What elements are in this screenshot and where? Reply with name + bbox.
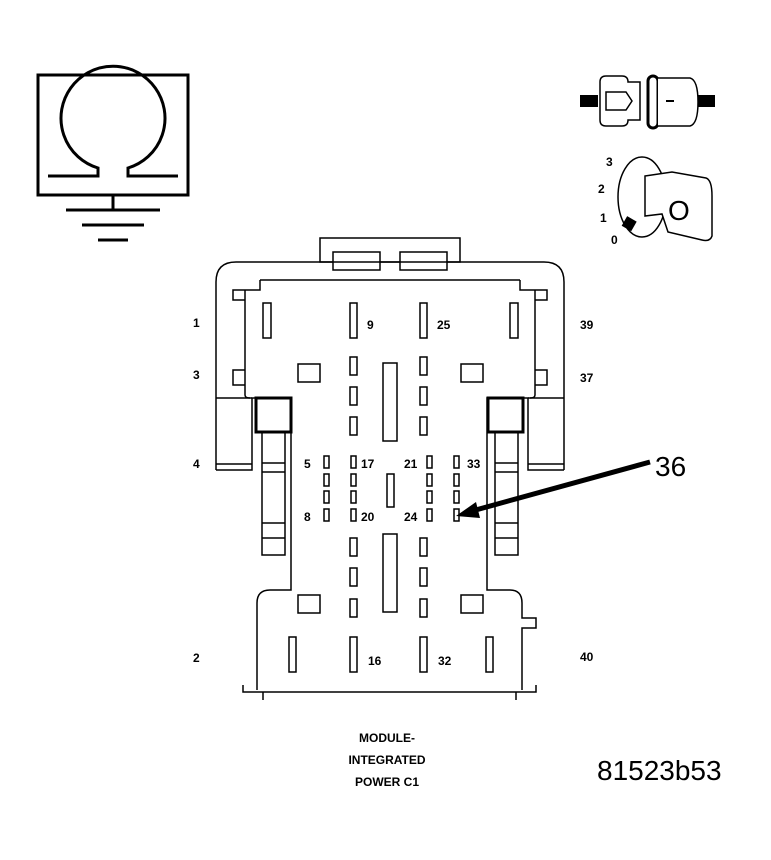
key-position-3: 3 [606, 155, 613, 169]
caption-line-1: MODULE- [359, 731, 415, 745]
pin-label-16: 16 [368, 654, 382, 668]
key-letter: O [668, 195, 690, 226]
side-label-40: 40 [580, 650, 594, 664]
pin-label-9: 9 [367, 318, 374, 332]
pin-1 [262, 302, 272, 339]
ignition-key-icon: 3 2 1 0 O [598, 155, 713, 247]
key-position-0: 0 [611, 233, 618, 247]
arrow-head-icon [456, 502, 480, 518]
connector-housing [215, 237, 565, 700]
key-position-2: 2 [598, 182, 605, 196]
pin-39 [509, 302, 519, 339]
pin-cavities [262, 302, 519, 673]
pin-label-25: 25 [437, 318, 451, 332]
side-label-2: 2 [193, 651, 200, 665]
figure-id: 81523b53 [597, 755, 722, 786]
side-label-37: 37 [580, 371, 594, 385]
pin-labels: 1 3 4 2 39 37 40 9 25 5 17 21 33 8 20 24… [193, 316, 594, 668]
pin-label-33: 33 [467, 457, 481, 471]
pin-label-5: 5 [304, 457, 311, 471]
pin-label-24: 24 [404, 510, 418, 524]
pin-36-callout: 36 [456, 451, 686, 518]
caption-line-3: POWER C1 [355, 775, 419, 789]
caption-line-2: INTEGRATED [348, 753, 425, 767]
pin-label-20: 20 [361, 510, 375, 524]
connector-icon [580, 74, 715, 130]
side-label-39: 39 [580, 318, 594, 332]
side-label-4: 4 [193, 457, 200, 471]
pin-25 [419, 302, 428, 339]
side-label-3: 3 [193, 368, 200, 382]
small-pin-grid [323, 455, 460, 522]
ohmmeter-ground-icon [36, 64, 190, 242]
pin-label-32: 32 [438, 654, 452, 668]
pin-label-21: 21 [404, 457, 418, 471]
key-position-1: 1 [600, 211, 607, 225]
pin-label-17: 17 [361, 457, 375, 471]
callout-label: 36 [655, 451, 686, 482]
side-label-1: 1 [193, 316, 200, 330]
pin-9 [349, 302, 358, 339]
pin-label-8: 8 [304, 510, 311, 524]
